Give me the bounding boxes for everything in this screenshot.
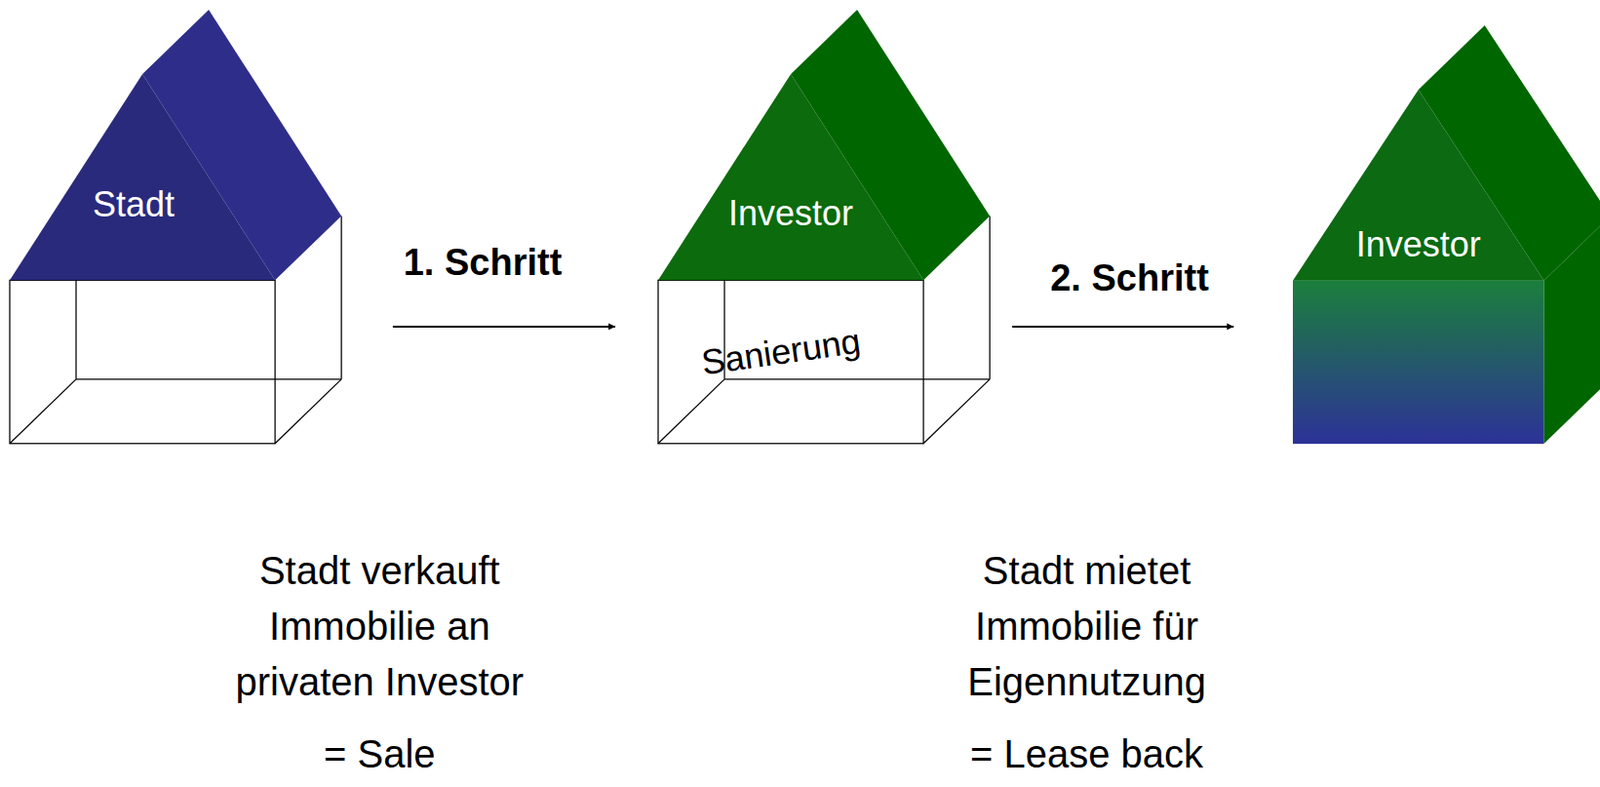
house-shape: InvestorSanierung <box>658 9 990 444</box>
caption-text: = Lease back <box>911 726 1263 782</box>
step-arrow <box>392 325 616 328</box>
roof-front <box>9 74 275 280</box>
caption-text: Stadt verkauft Immobilie an privaten Inv… <box>203 543 555 710</box>
caption-text: = Sale <box>203 726 555 782</box>
house-front <box>1292 280 1544 444</box>
house-label: Stadt <box>92 184 175 226</box>
house-shape: Investor <box>1292 25 1600 444</box>
house-label: Investor <box>728 193 854 235</box>
roof-front <box>658 74 924 280</box>
house-outline <box>9 9 342 444</box>
house-shape: Stadt <box>9 9 342 444</box>
step-label: 1. Schritt <box>403 240 563 283</box>
roof-front <box>1292 89 1544 281</box>
house-label: Investor <box>1356 224 1482 266</box>
caption-text: Stadt mietet Immobilie für Eigennutzung <box>911 543 1263 710</box>
step-arrow <box>1012 325 1234 328</box>
step-label: 2. Schritt <box>1050 256 1210 299</box>
